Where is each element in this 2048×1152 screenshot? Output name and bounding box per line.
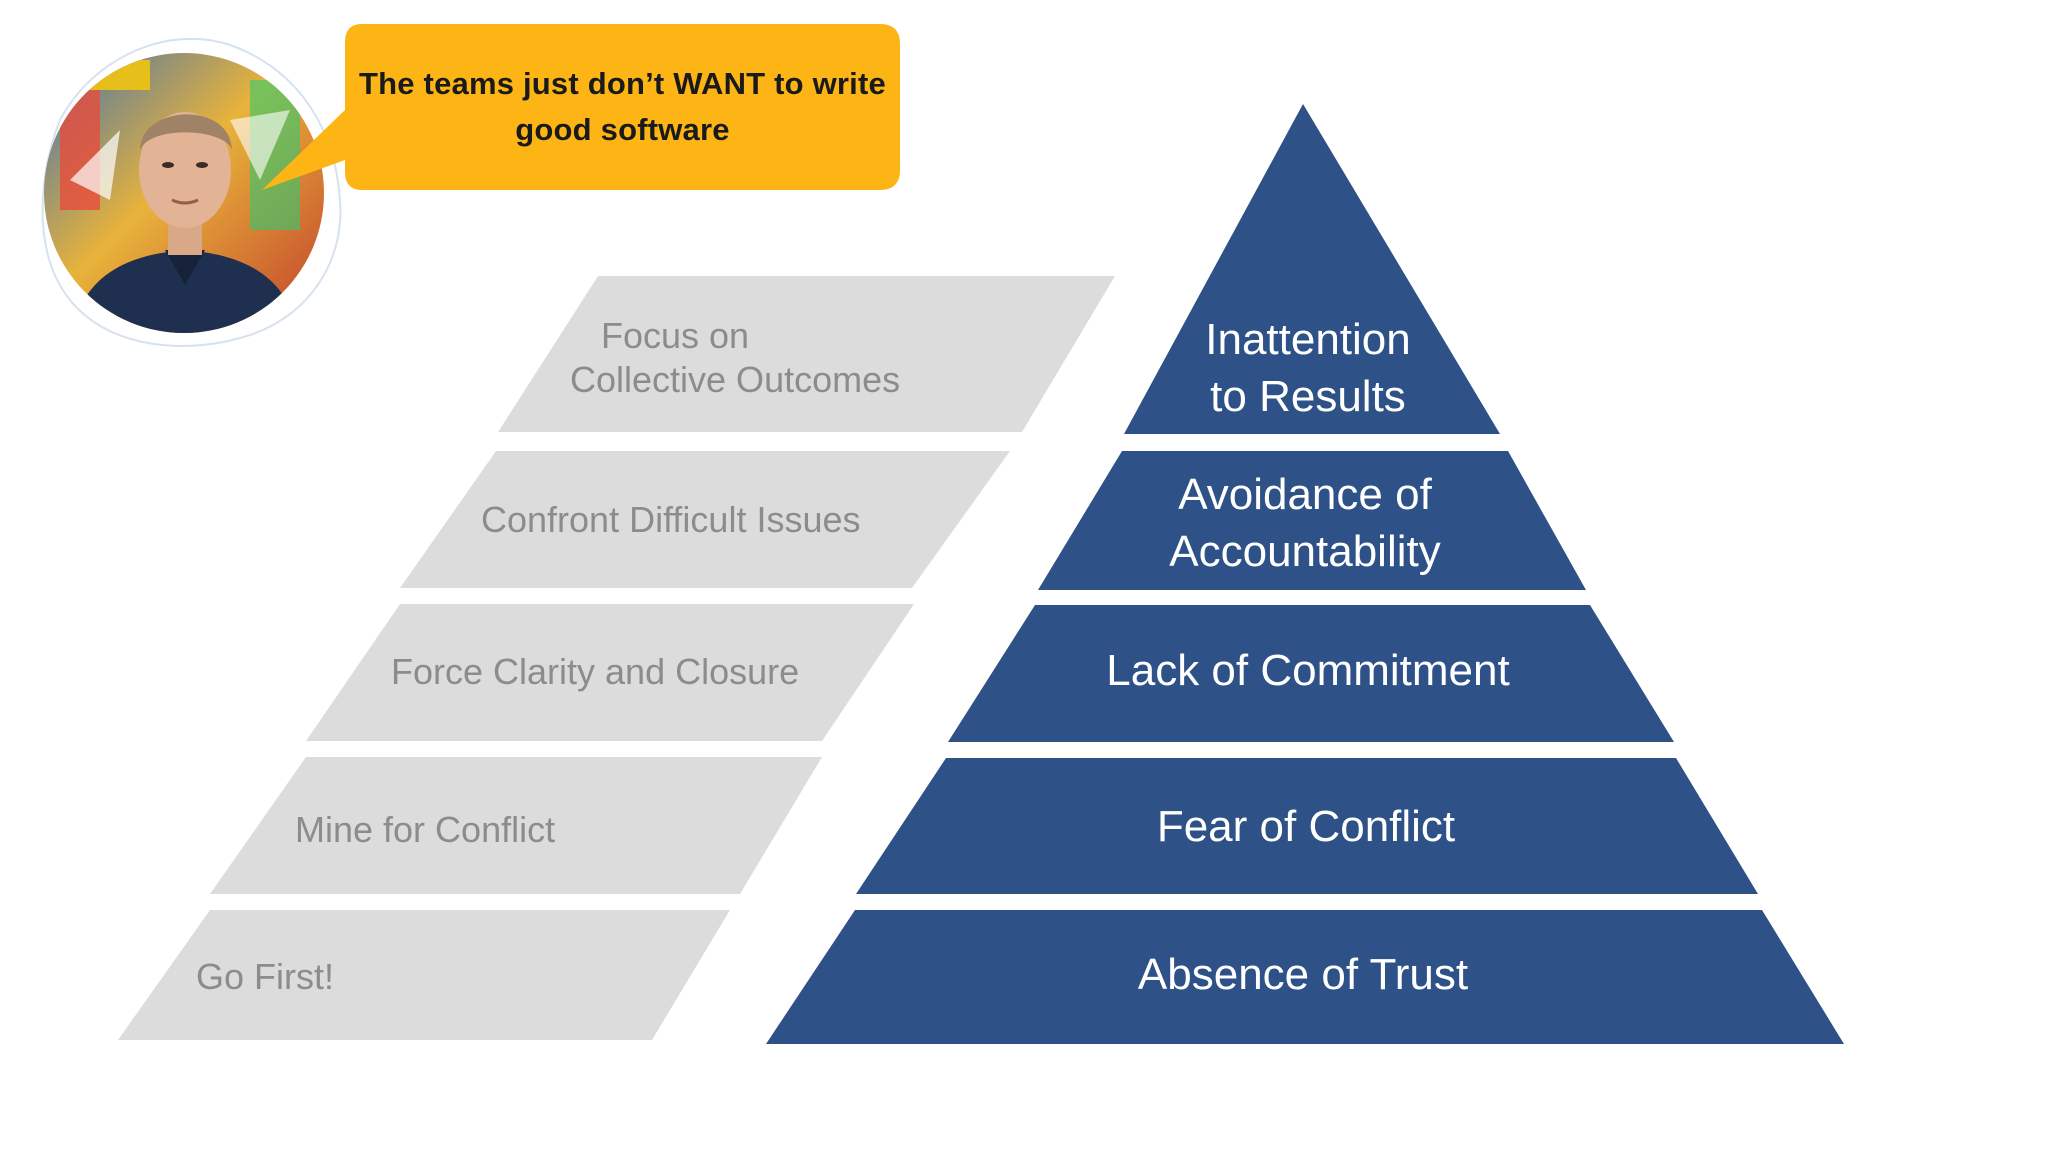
pyramid-label-1: Inattention to Results [1205,311,1411,425]
remedy-label-2: Confront Difficult Issues [481,499,861,540]
remedy-band-4 [210,757,822,894]
pyramid-label-4: Fear of Conflict [1156,802,1456,851]
quote-line-1: The teams just don’t WANT to write [359,66,886,101]
remedy-label-1: Focus on Collective Outcomes [570,314,900,402]
pyramid-label-3: Lack of Commitment [1106,646,1510,695]
pyramid-label-2: Avoidance of Accountability [1169,466,1440,580]
remedy-band-2 [400,451,1010,588]
remedy-label-3: Force Clarity and Closure [391,651,800,692]
remedy-band-5 [118,910,730,1040]
pyramid-label-1-line1: Inattention [1205,315,1411,364]
remedy-band-1 [498,276,1115,432]
pyramid-level-5 [766,910,1844,1044]
remedy-label-1-line2: Collective Outcomes [570,359,901,400]
remedy-label-4: Mine for Conflict [295,809,556,850]
remedy-band-3 [306,604,914,741]
pyramid-label-1-line2: to Results [1210,372,1406,421]
speaker-avatar [41,37,342,347]
remedy-label-1-line1: Focus on [601,315,750,356]
speech-bubble [262,24,900,190]
pyramid-level-2 [1038,451,1586,590]
pyramid-level-3 [948,605,1674,742]
pyramid-label-2-line2: Accountability [1169,527,1441,576]
pyramid-level-4 [856,758,1758,894]
pyramid-level-1 [1124,104,1500,434]
pyramid-label-5: Absence of Trust [1137,950,1469,999]
pyramid-label-2-line1: Avoidance of [1178,470,1432,519]
remedy-label-5: Go First! [196,956,335,997]
quote-line-2: good software [515,112,730,147]
speech-bubble-text: The teams just don’t WANT to write good … [345,24,900,190]
